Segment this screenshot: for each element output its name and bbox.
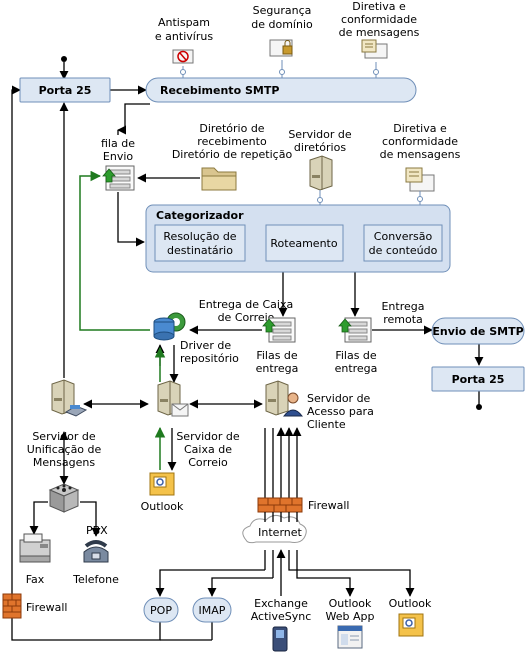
um-line-2: Unificação de: [27, 443, 102, 456]
firewall-mid-label: Firewall: [308, 499, 349, 512]
diretiva-top-line-3: de mensagens: [339, 26, 420, 39]
categorizador-label: Categorizador: [156, 209, 244, 222]
roteamento-label: Roteamento: [270, 237, 337, 250]
entrega-remota-line-2: remota: [383, 313, 423, 326]
diretiva-mid-line-2: conformidade: [382, 135, 458, 148]
fax-icon: [19, 533, 51, 563]
outlook-mid-label: Outlook: [141, 500, 184, 513]
web-app-icon: [337, 625, 363, 649]
exchange-line-1: Exchange: [254, 597, 308, 610]
servidor-dir-line-2: diretórios: [294, 141, 346, 154]
porta25-bottom-box: Porta 25: [431, 366, 525, 392]
diretorio-line-1: Diretório de: [199, 122, 264, 135]
filas-entrega-2-icon: [338, 317, 372, 343]
firewall-left-label: Firewall: [26, 601, 67, 614]
internet-label: Internet: [258, 526, 302, 539]
fila-envio-line-2: Envio: [103, 150, 133, 163]
cas-line-2: Acesso para: [307, 405, 374, 418]
fila-envio-line-1: fila de: [101, 137, 135, 150]
imap-box: IMAP: [192, 597, 232, 623]
outlook-mid-icon: [149, 472, 175, 496]
seguranca-line-1: Segurança: [253, 4, 312, 17]
outlook-bottom-label: Outlook: [389, 597, 432, 610]
seguranca-line-2: de domínio: [251, 18, 313, 31]
diretiva-mid-line-1: Diretiva e: [393, 122, 447, 135]
conversao-line-2: de conteúdo: [369, 244, 438, 257]
driver-line-1: Driver de: [180, 339, 231, 352]
diretorio-line-2: recebimento: [197, 135, 267, 148]
connectors: [11, 56, 484, 641]
owa-line-2: Web App: [326, 610, 375, 623]
filas1-line-2: entrega: [256, 362, 299, 375]
directory-server-icon: [309, 155, 333, 205]
diretiva-top-line-2: conformidade: [341, 13, 417, 26]
mailbox-server-line-3: Correio: [188, 456, 228, 469]
diretiva-top-scroll-icon: [361, 39, 388, 59]
resolucao-box: Resolução de destinatário: [154, 224, 246, 262]
entrega-remota-line-1: Entrega: [381, 300, 424, 313]
pop-label: POP: [150, 604, 172, 617]
antispam-line-2: e antivírus: [155, 30, 213, 43]
envio-smtp-box: Envio de SMTP: [431, 317, 525, 345]
antispam-icon: [172, 49, 194, 64]
conversao-box: Conversão de conteúdo: [363, 224, 443, 262]
roteamento-box: Roteamento: [265, 224, 344, 262]
owa-line-1: Outlook: [329, 597, 372, 610]
conversao-line-1: Conversão: [374, 230, 433, 243]
imap-label: IMAP: [199, 604, 226, 617]
fila-envio-queue-icon: [102, 165, 135, 191]
pbx-icon: [48, 483, 80, 513]
um-line-3: Mensagens: [33, 456, 95, 469]
cas-line-3: Cliente: [307, 418, 346, 431]
resolucao-line-2: destinatário: [167, 244, 233, 257]
resolucao-line-1: Resolução de: [163, 230, 236, 243]
folder-icon: [201, 167, 237, 191]
recebimento-smtp-box: Recebimento SMTP: [145, 60, 417, 103]
exchange-line-2: ActiveSync: [251, 610, 312, 623]
um-server-icon: [51, 379, 88, 417]
filas1-line-1: Filas de: [256, 349, 298, 362]
envio-smtp-label: Envio de SMTP: [432, 325, 523, 338]
internet-cloud-icon: [242, 514, 307, 544]
diretiva-top-line-1: Diretiva e: [352, 0, 406, 13]
filas-entrega-1-icon: [262, 317, 296, 343]
porta25-top-label: Porta 25: [39, 84, 92, 97]
driver-line-2: repositório: [180, 352, 239, 365]
telephone-icon: [83, 540, 109, 563]
firewall-mid-icon: [257, 497, 303, 513]
seguranca-lock-icon: [269, 39, 293, 57]
firewall-left-icon: [2, 593, 22, 619]
entrega-caixa-line-1: Entrega de Caixa: [199, 298, 293, 311]
outlook-bottom-icon: [398, 613, 424, 637]
mailbox-server-icon: [157, 380, 189, 417]
mailbox-server-line-1: Servidor de: [176, 430, 240, 443]
telefone-label: Telefone: [72, 573, 119, 586]
mobile-device-icon: [272, 626, 288, 652]
diretorio-line-3: Diretório de repetição: [172, 148, 293, 161]
entrega-caixa-line-2: de Correio: [218, 311, 275, 324]
filas2-line-2: entrega: [335, 362, 378, 375]
filas2-line-1: Filas de: [335, 349, 377, 362]
mailbox-server-line-2: Caixa de: [184, 443, 232, 456]
servidor-dir-line-1: Servidor de: [288, 128, 352, 141]
diretiva-mid-scroll-icon: [405, 167, 435, 205]
diretiva-mid-line-3: de mensagens: [380, 148, 461, 161]
recebimento-smtp-label: Recebimento SMTP: [160, 84, 279, 97]
um-line-1: Servidor de: [32, 430, 96, 443]
porta25-bottom-label: Porta 25: [452, 373, 505, 386]
porta25-top-box: Porta 25: [19, 77, 111, 103]
pop-box: POP: [143, 597, 179, 623]
cas-line-1: Servidor de: [307, 392, 371, 405]
mailbox-delivery-icon: [153, 312, 186, 341]
pbx-label: PBX: [86, 524, 108, 537]
antispam-line-1: Antispam: [158, 16, 210, 29]
cas-server-icon: [265, 380, 304, 417]
fax-label: Fax: [26, 573, 45, 586]
